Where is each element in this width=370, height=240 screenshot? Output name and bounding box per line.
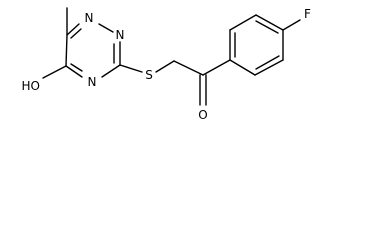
- bond-c5-c6: [65, 34, 68, 67]
- bond-b4-b5-inner: [255, 20, 279, 34]
- bond-b5-b6: [229, 14, 257, 31]
- bond-n4-c5-inner: [70, 63, 83, 72]
- bond-c3-n4: [101, 64, 121, 78]
- bond-carbonyl-ring: [202, 59, 231, 76]
- bond-n4-c5: [65, 65, 83, 78]
- bond-ch2-carbonyl: [173, 60, 204, 76]
- benzene-ring: [229, 14, 284, 76]
- triazine-ring: [65, 23, 121, 78]
- bond-c5-oh: [42, 65, 67, 79]
- bond-b2-b3: [254, 59, 284, 76]
- bond-n1-n2: [98, 23, 114, 33]
- atom-label-o: O: [198, 108, 207, 122]
- bond-b1-b2: [229, 59, 256, 76]
- atom-label-n4: N: [88, 75, 97, 89]
- bond-s-ch2: [155, 60, 175, 73]
- structure-diagram: N N N HO S O F: [22, 7, 311, 122]
- bond-c6-n1: [66, 23, 80, 36]
- bond-c6-n1-inner: [70, 28, 82, 39]
- bond-b2-b3-inner: [255, 55, 280, 70]
- atom-label-n1: N: [85, 11, 94, 25]
- bond-ring-f: [282, 19, 301, 31]
- atom-label-oh: HO: [22, 79, 40, 93]
- atom-label-f: F: [304, 7, 311, 21]
- atom-label-s: S: [145, 68, 153, 82]
- bond-c3-s: [119, 64, 143, 73]
- atom-label-n2: N: [116, 28, 125, 42]
- bond-b4-b5: [255, 14, 284, 31]
